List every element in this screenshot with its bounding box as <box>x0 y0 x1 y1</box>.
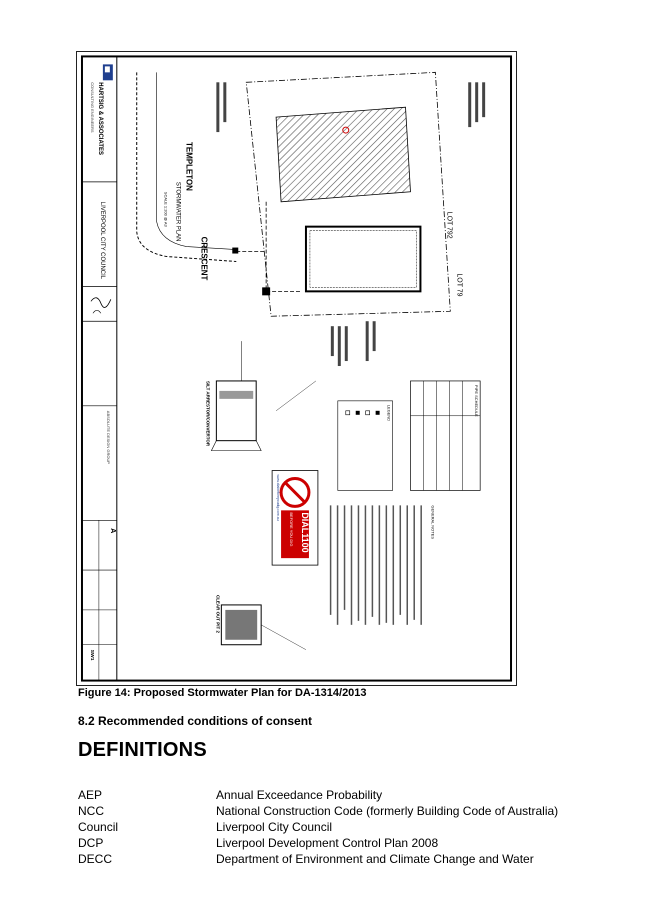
definition-description: Liverpool Development Control Plan 2008 <box>216 836 439 850</box>
pit-marker <box>262 287 271 296</box>
definition-row: NCC National Construction Code (formerly… <box>78 803 558 819</box>
road-kerb <box>136 72 237 262</box>
svg-text:CONSULTING ENGINEERS: CONSULTING ENGINEERS <box>90 82 95 133</box>
definition-term: NCC <box>78 804 104 818</box>
definition-description: National Construction Code (formerly Bui… <box>216 804 559 818</box>
stormwater-plan-drawing: HARTSIG & ASSOCIATES CONSULTING ENGINEER… <box>80 55 513 682</box>
property-boundary <box>245 71 451 317</box>
definition-description: Liverpool City Council <box>216 820 333 834</box>
figure-caption: Figure 14: Proposed Stormwater Plan for … <box>78 687 367 699</box>
svg-text:ABSOLUTE DESIGN GROUP: ABSOLUTE DESIGN GROUP <box>106 411 111 465</box>
definition-description: Annual Exceedance Probability <box>216 788 383 802</box>
dial-subtitle: BEFORE YOU DIG <box>289 512 294 546</box>
company-name: HARTSIG & ASSOCIATES <box>97 82 103 155</box>
drawing-number: SW1 <box>89 650 95 661</box>
plan-scale: SCALE 1:200 @ A3 <box>164 192 169 228</box>
definition-term: Council <box>78 820 119 834</box>
pipe-schedule-table: PIPE SCHEDULE <box>410 380 481 491</box>
definitions-list: AEP Annual Exceedance Probability NCC Na… <box>78 787 558 867</box>
proposed-building <box>304 225 422 293</box>
silt-arrestor-section: SILT ARRESTOR/CONVERTOR <box>205 341 317 451</box>
drawing-border <box>80 55 513 682</box>
definition-row: Council Liverpool City Council <box>78 819 558 835</box>
svg-text:SILT ARRESTOR/CONVERTOR: SILT ARRESTOR/CONVERTOR <box>205 381 210 447</box>
general-notes: GENERAL NOTES <box>329 505 435 625</box>
street-name-crescent: CRESCENT <box>199 237 208 281</box>
definition-row: DECC Department of Environment and Clima… <box>78 851 558 867</box>
plan-title: STORMWATER PLAN <box>175 182 181 242</box>
definition-description: Department of Environment and Climate Ch… <box>216 852 534 866</box>
legend-box: LEGEND <box>337 400 393 491</box>
dial-url: www.dialbeforeyoudig.com.au <box>276 475 280 521</box>
definition-row: AEP Annual Exceedance Probability <box>78 787 558 803</box>
stormwater-plan-figure: HARTSIG & ASSOCIATES CONSULTING ENGINEER… <box>76 51 517 686</box>
definition-row: DCP Liverpool Development Control Plan 2… <box>78 835 558 851</box>
company-logo <box>102 64 113 81</box>
svg-text:GENERAL NOTES: GENERAL NOTES <box>430 505 435 539</box>
svg-text:CLEAR OUT PIT 2: CLEAR OUT PIT 2 <box>215 595 220 634</box>
definition-term: AEP <box>78 788 103 802</box>
svg-text:LEGEND: LEGEND <box>387 405 392 421</box>
lot-label-79: LOT 79 <box>455 273 462 296</box>
existing-dwelling <box>275 106 411 203</box>
signature <box>90 297 112 308</box>
street-name-templeton: TEMPLETON <box>185 142 194 191</box>
svg-text:A: A <box>109 528 116 533</box>
section-heading-recommended-conditions: 8.2 Recommended conditions of consent <box>78 714 313 728</box>
client-name: LIVERPOOL CITY COUNCIL <box>99 202 105 280</box>
dial-before-you-dig: DIAL1100 BEFORE YOU DIG www.dialbeforeyo… <box>271 470 319 566</box>
definition-term: DECC <box>78 852 113 866</box>
dial-title: DIAL1100 <box>300 512 310 552</box>
stormwater-pipe <box>265 201 301 292</box>
svg-text:PIPE SCHEDULE: PIPE SCHEDULE <box>474 385 479 417</box>
definition-term: DCP <box>78 836 104 850</box>
site-notes <box>216 82 486 367</box>
clear-out-pit-section: CLEAR OUT PIT 2 <box>215 595 307 650</box>
lot-label-792: LOT 792 <box>445 212 452 239</box>
definitions-title: DEFINITIONS <box>78 739 207 761</box>
